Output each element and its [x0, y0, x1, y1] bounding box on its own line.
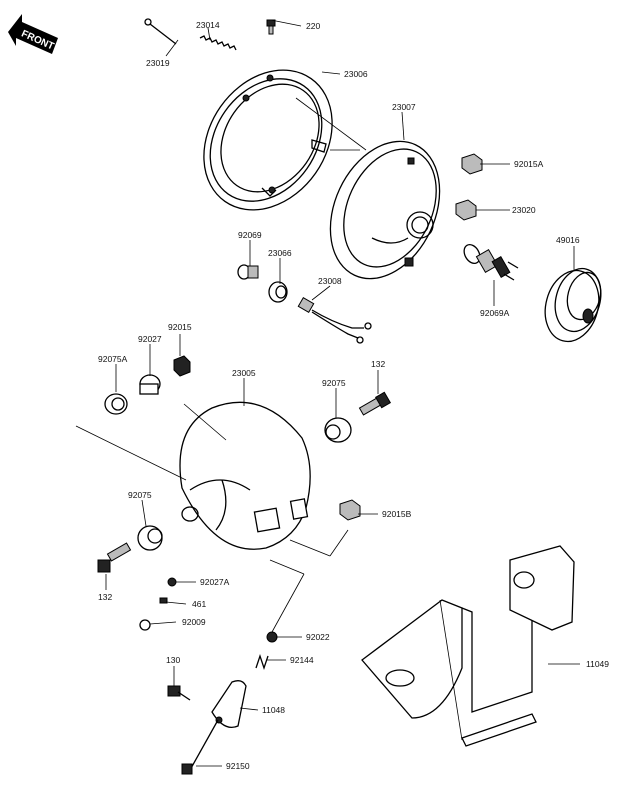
callout-23005: 23005: [232, 368, 256, 378]
bolt-132-upper: [358, 391, 392, 416]
dust-boot-49016: [544, 267, 602, 343]
headlight-bracket-11049: [361, 545, 575, 747]
callout-23007: 23007: [392, 102, 416, 112]
bulb-92069A: [463, 244, 519, 281]
nut-92022: [266, 631, 278, 643]
callout-92075-left: 92075: [128, 490, 152, 500]
callout-11048: 11048: [262, 705, 285, 715]
callout-23066: 23066: [268, 248, 292, 258]
callout-23020: 23020: [512, 205, 536, 215]
callout-23006: 23006: [344, 69, 368, 79]
screw-23019: [144, 18, 177, 45]
callout-92069A: 92069A: [480, 308, 510, 318]
collar-92027A: [167, 577, 177, 587]
callout-130: 130: [166, 655, 180, 665]
bracket-11048: [211, 680, 247, 729]
callout-23014: 23014: [196, 20, 220, 30]
bulb-92069: [237, 264, 259, 280]
callout-23008: 23008: [318, 276, 342, 286]
headlight-rim-23006: [203, 69, 333, 211]
callout-132-upper: 132: [371, 359, 385, 369]
callout-92075-right: 92075: [322, 378, 346, 388]
spring-92144: [255, 653, 269, 671]
callout-92015B: 92015B: [382, 509, 412, 519]
nut-92015B: [339, 499, 361, 521]
callout-220: 220: [306, 21, 320, 31]
front-arrow-icon: FRONT: [8, 14, 58, 54]
clip-23020: [455, 199, 477, 221]
screw-92009: [139, 619, 151, 631]
callout-92015: 92015: [168, 322, 192, 332]
callout-23019: 23019: [146, 58, 170, 68]
callout-92027A: 92027A: [200, 577, 230, 587]
headlight-housing-23005: [75, 401, 311, 550]
nut-92015A: [461, 153, 483, 175]
headlight-unit-23007: [329, 140, 441, 280]
nut-92015: [173, 355, 191, 377]
callout-92150: 92150: [226, 761, 250, 771]
wire-23008: [297, 296, 372, 344]
grommet-92075A: [104, 393, 128, 415]
callout-92009: 92009: [182, 617, 206, 627]
bolt-92150: [181, 719, 219, 775]
callout-92015A: 92015A: [514, 159, 544, 169]
grommet-92075-left: [137, 525, 163, 551]
callout-labels: 23019 23014 220 23006 23007 92015A 23020…: [98, 20, 609, 771]
clip-461: [159, 597, 168, 604]
collar-92027: [139, 374, 161, 395]
callout-92144: 92144: [290, 655, 314, 665]
callout-49016: 49016: [556, 235, 580, 245]
bolt-130: [167, 685, 191, 701]
grommet-92075-right: [324, 417, 352, 443]
callout-92069: 92069: [238, 230, 262, 240]
callout-11049: 11049: [586, 659, 609, 669]
screw-220: [266, 19, 276, 35]
callout-92075A: 92075A: [98, 354, 128, 364]
bolt-132-lower: [97, 542, 132, 573]
callout-132-lower: 132: [98, 592, 112, 602]
leader-lines: [105, 19, 580, 767]
socket-23066: [268, 281, 288, 303]
callout-461: 461: [192, 599, 206, 609]
callout-92022: 92022: [306, 632, 330, 642]
spring-23014: [199, 35, 237, 51]
callout-92027: 92027: [138, 334, 162, 344]
